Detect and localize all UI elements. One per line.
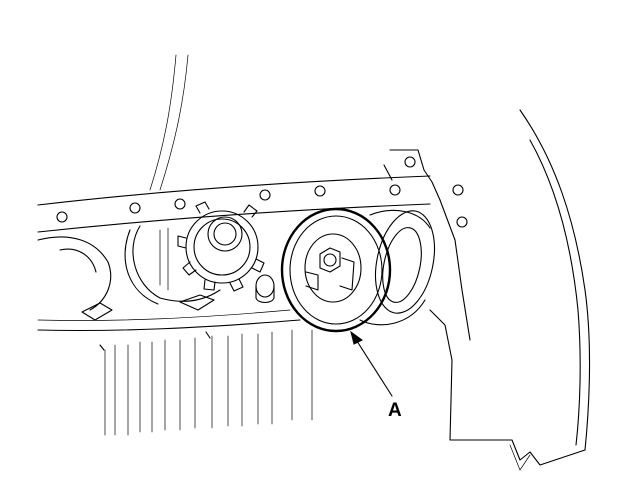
idler-bolt [255,274,275,304]
left-housing [37,236,301,332]
bolt-hole [259,189,271,201]
bolt-hole [452,184,464,196]
side-cover-outline [429,109,591,471]
bolt-hole [129,202,141,214]
belt-cover-flange [37,156,468,233]
crankshaft-sprocket [124,201,265,305]
timing-belt-tensioner-pulley [280,207,435,333]
bolt-hole [456,216,468,228]
oil-pan [99,329,313,436]
engine-body-outline [149,54,441,201]
bolt-hole [56,211,68,223]
bolt-hole [174,198,186,210]
bolt-hole [404,156,416,168]
callout-a-leader [350,330,393,397]
callout-label-a: A [388,400,402,421]
bolt-hole [314,185,326,197]
bolt-hole [389,184,401,196]
